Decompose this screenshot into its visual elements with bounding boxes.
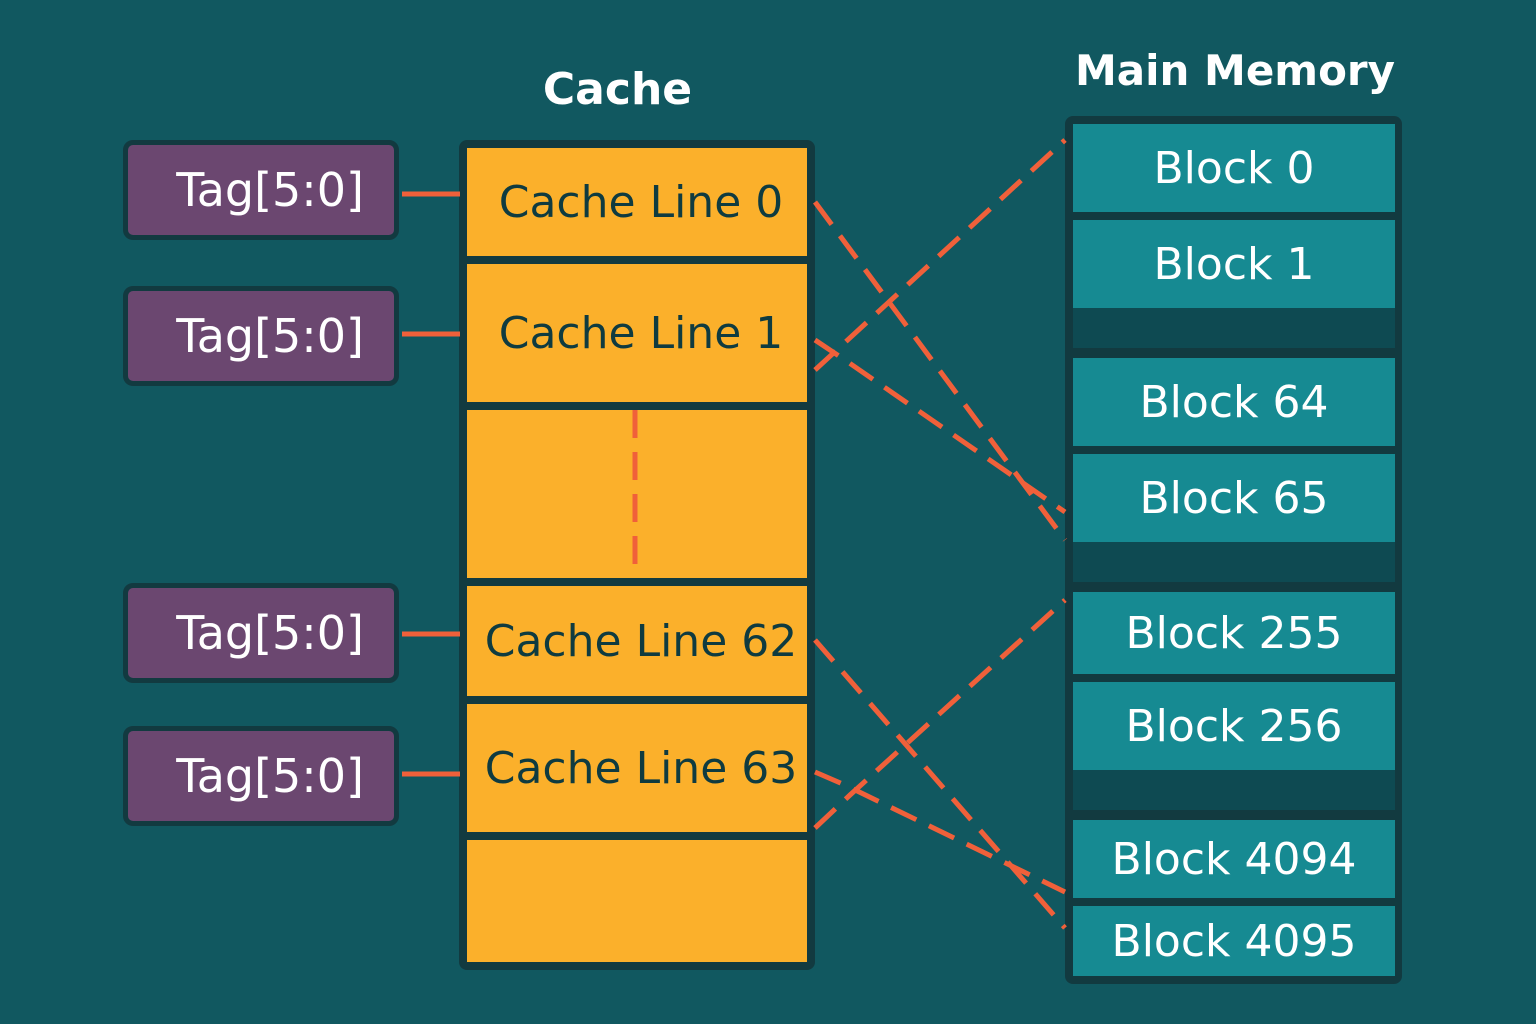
tag-box: Tag[5:0]: [123, 583, 399, 683]
memory-block-64: Block 64: [1073, 358, 1395, 446]
mapping-line: [813, 337, 1067, 515]
cache-column: Cache Line 0 Cache Line 1 Cache Line 62 …: [459, 140, 815, 970]
cache-line-empty: [467, 840, 807, 962]
main-memory-column: Block 0 Block 1 Block 64 Block 65 Block …: [1065, 116, 1402, 984]
memory-block-65: Block 65: [1073, 454, 1395, 542]
memory-block-256: Block 256: [1073, 682, 1395, 770]
cache-line-0: Cache Line 0: [467, 148, 807, 256]
cache-title: Cache: [542, 64, 693, 115]
memory-block-4094: Block 4094: [1073, 820, 1395, 898]
cache-line-63: Cache Line 63: [467, 704, 807, 832]
mapping-line: [813, 598, 1067, 830]
memory-block-4095: Block 4095: [1073, 906, 1395, 976]
mapping-line: [813, 138, 1067, 372]
tag-box: Tag[5:0]: [123, 140, 399, 240]
memory-block-1: Block 1: [1073, 220, 1395, 308]
main-memory-title: Main Memory: [1074, 46, 1396, 95]
memory-gap: [1073, 308, 1395, 348]
mapping-line: [814, 769, 1067, 895]
cache-line-62: Cache Line 62: [467, 586, 807, 696]
memory-block-255: Block 255: [1073, 592, 1395, 674]
memory-gap: [1073, 542, 1395, 582]
tag-box: Tag[5:0]: [123, 726, 399, 826]
cache-line-1: Cache Line 1: [467, 264, 807, 402]
memory-block-0: Block 0: [1073, 124, 1395, 212]
memory-gap: [1073, 770, 1395, 810]
mapping-line: [813, 638, 1067, 930]
tag-box: Tag[5:0]: [123, 286, 399, 386]
